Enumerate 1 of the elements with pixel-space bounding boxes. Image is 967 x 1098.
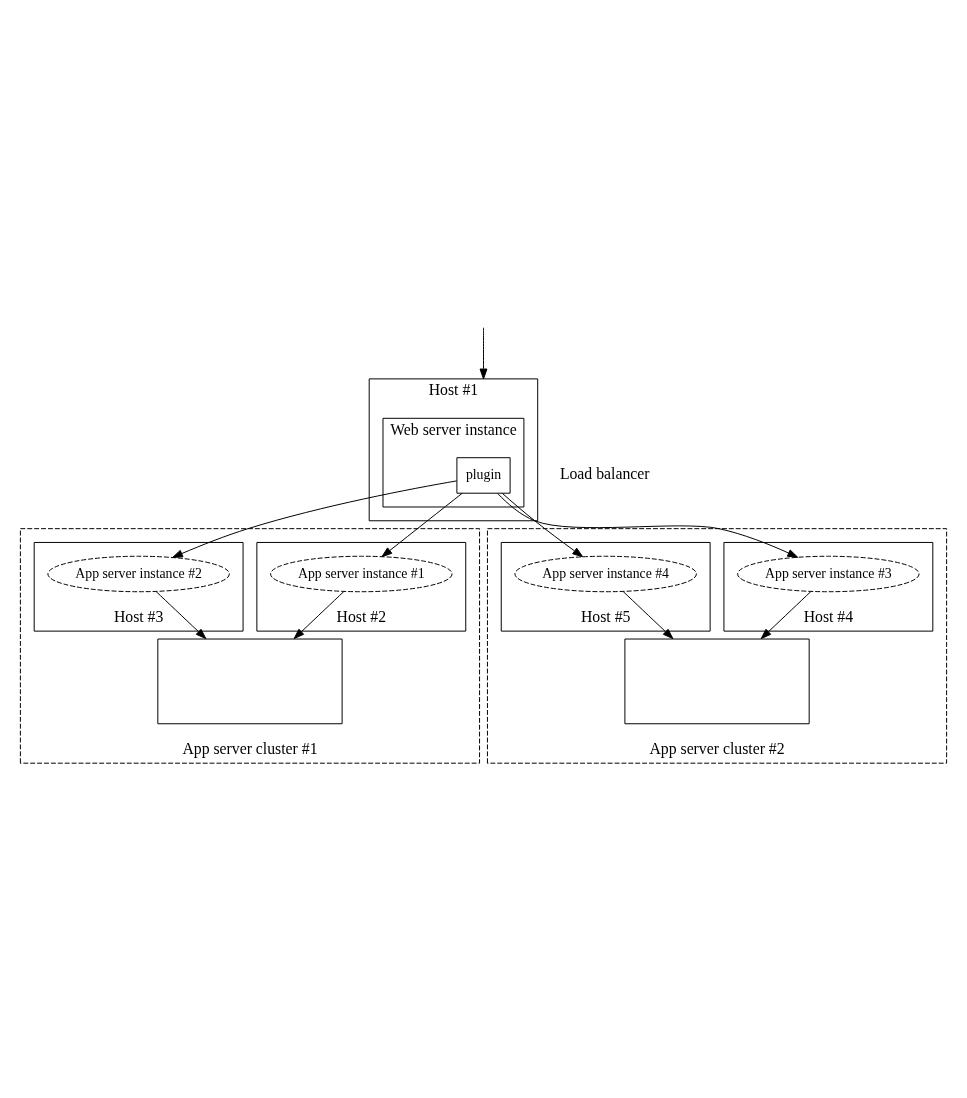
node-label: Load balancer — [559, 465, 650, 483]
